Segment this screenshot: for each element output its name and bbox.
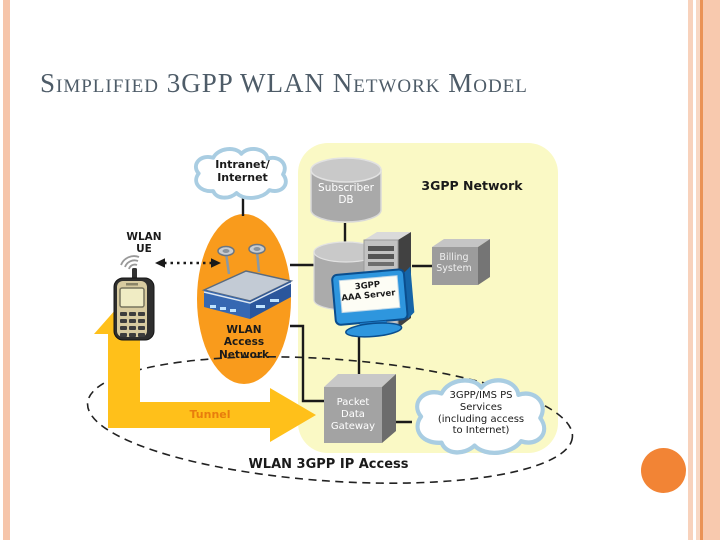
intranet-cloud	[193, 146, 288, 200]
antenna	[224, 252, 231, 275]
router-port	[210, 305, 216, 308]
gateway-top	[324, 374, 396, 387]
gateway-box	[324, 374, 396, 443]
router-port	[230, 309, 236, 312]
billing-side	[478, 239, 490, 285]
tower-bay	[368, 262, 394, 266]
tower-bay	[368, 254, 394, 259]
accent-circle	[641, 448, 686, 493]
antenna	[255, 250, 261, 273]
right-accent-stripe-4	[703, 0, 720, 540]
subscriber-db-cylinder	[310, 157, 382, 223]
ims-cloud	[415, 378, 547, 455]
tunnel-label: Tunnel	[189, 408, 231, 421]
monitor-base	[345, 322, 403, 338]
monitor-side	[403, 266, 415, 319]
tower-bay	[368, 246, 394, 251]
gateway-side	[382, 374, 396, 443]
right-accent-stripe-1	[688, 0, 693, 540]
signal-wave	[120, 255, 140, 266]
slide-title: Simplified 3GPP WLAN Network Model	[40, 68, 528, 98]
arrowhead-right	[211, 258, 221, 268]
billing-box	[432, 239, 490, 285]
tower-top	[364, 232, 411, 240]
wlan-link-arrow	[155, 258, 221, 268]
subscriber-db-label: Subscriber DB	[318, 182, 374, 207]
intranet-cloud-label: Intranet/ Internet	[215, 158, 270, 184]
router-port	[256, 305, 265, 308]
db-body	[310, 169, 382, 223]
aaa-monitor-icon	[331, 266, 415, 338]
phone-screen	[119, 287, 145, 308]
access-point-icon	[201, 243, 294, 319]
router-port	[220, 307, 226, 310]
phone-speaker	[126, 283, 138, 286]
gateway-label: Packet Data Gateway	[330, 397, 376, 432]
tunnel-arrow	[94, 300, 316, 442]
billing-front	[432, 247, 478, 285]
right-accent-stripe-2	[696, 0, 700, 540]
wlan-access-label: WLAN Access Network	[218, 324, 269, 361]
signal-wave	[128, 263, 138, 270]
ims-cloud-label: 3GPP/IMS PS Services (including access t…	[437, 390, 525, 437]
db-top	[310, 157, 382, 183]
phone-keypad	[120, 312, 145, 337]
antenna-cap-dot	[253, 247, 261, 251]
mobile-phone-icon	[113, 255, 155, 341]
router-port	[270, 299, 279, 302]
ip-access-ellipse	[86, 356, 574, 484]
wlan-ue-label: WLAN UE	[126, 231, 162, 256]
antenna-cap-dot	[222, 249, 230, 253]
signal-wave	[124, 259, 139, 268]
router-edge	[203, 282, 292, 304]
billing-top	[432, 239, 490, 247]
router-front	[204, 290, 250, 319]
billing-label: Billing System	[436, 252, 472, 275]
gateway-front	[324, 387, 382, 443]
monitor-screen	[338, 275, 401, 314]
ip-access-label: WLAN 3GPP IP Access	[248, 457, 409, 472]
arrowhead-left	[155, 258, 165, 268]
connector-ellipse-gateway	[290, 324, 324, 403]
gpp-network-label: 3GPP Network	[421, 178, 523, 193]
right-accent-stripe-3	[700, 0, 703, 540]
left-accent-stripe	[3, 0, 10, 540]
